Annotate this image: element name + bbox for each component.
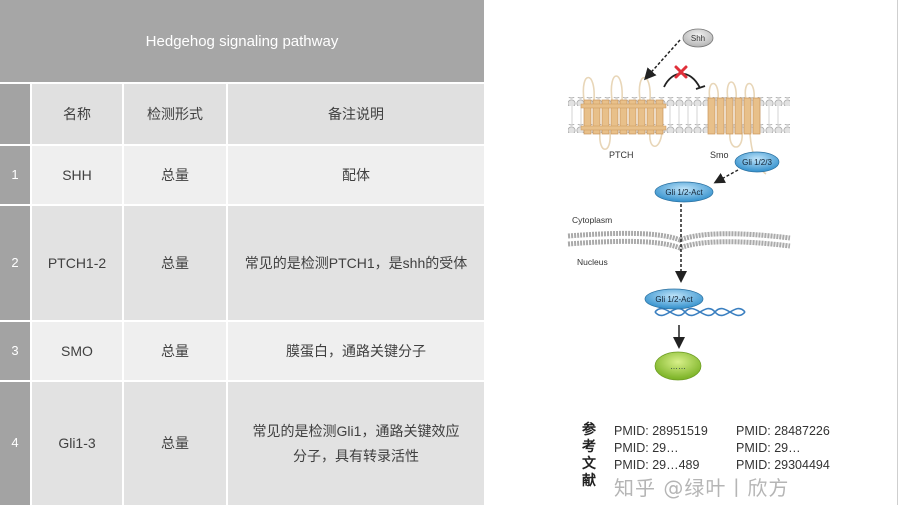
nuclear-membrane xyxy=(567,230,791,251)
row-index: 4 xyxy=(0,382,30,505)
header-name: 名称 xyxy=(32,84,122,144)
gli-activation-arrow xyxy=(713,169,739,184)
table-title: Hedgehog signaling pathway xyxy=(0,0,484,82)
gli-act-nuc-label: Gli 1/2-Act xyxy=(655,295,693,304)
reference-pmid: PMID: 29… xyxy=(614,441,679,455)
shh-ligand: Shh xyxy=(682,28,714,48)
hedgehog-pathway-diagram: Shh PTCH Smo Gli 1/2/3 Gli 1/2-Act Cytop… xyxy=(567,28,791,381)
row-name: SMO xyxy=(32,322,122,380)
row-name: PTCH1-2 xyxy=(32,206,122,320)
reference-pmid: PMID: 28951519 xyxy=(614,424,708,438)
row-index: 2 xyxy=(0,206,30,320)
smo-receptor xyxy=(707,81,767,175)
row-name: Gli1-3 xyxy=(32,382,122,505)
references-label: 参考文献 xyxy=(582,422,596,489)
gli-act-cytoplasm: Gli 1/2-Act xyxy=(654,181,714,203)
row-note: 配体 xyxy=(228,146,484,204)
header-form: 检测形式 xyxy=(124,84,226,144)
row-form: 总量 xyxy=(124,146,226,204)
nucleus-label: Nucleus xyxy=(577,257,608,267)
reference-pmid: PMID: 28487226 xyxy=(736,424,830,438)
shh-binding-arrow xyxy=(643,39,681,81)
row-index: 1 xyxy=(0,146,30,204)
row-note: 常见的是检测Gli1，通路关键效应分子，具有转录活性 xyxy=(228,382,484,505)
row-note: 常见的是检测PTCH1，是shh的受体 xyxy=(228,206,484,320)
ptch-label: PTCH xyxy=(609,150,634,160)
row-note: 膜蛋白，通路关键分子 xyxy=(228,322,484,380)
blocked-x-icon xyxy=(674,65,688,79)
row-form: 总量 xyxy=(124,206,226,320)
gli123-protein: Gli 1/2/3 xyxy=(734,151,780,173)
gli-act-nucleus: Gli 1/2-Act xyxy=(644,288,704,310)
shh-label: Shh xyxy=(691,34,705,43)
row-index: 3 xyxy=(0,322,30,380)
frame-border xyxy=(897,0,898,505)
header-note: 备注说明 xyxy=(228,84,484,144)
gli123-label: Gli 1/2/3 xyxy=(742,158,772,167)
row-form: 总量 xyxy=(124,382,226,505)
reference-pmid: PMID: 29…489 xyxy=(614,458,700,472)
row-form: 总量 xyxy=(124,322,226,380)
ptch-receptor xyxy=(580,75,667,151)
smo-label: Smo xyxy=(710,150,729,160)
row-name: SHH xyxy=(32,146,122,204)
watermark: 知乎 @绿叶丨欣方 xyxy=(614,476,790,500)
reference-pmid: PMID: 29304494 xyxy=(736,458,830,472)
target-genes: …… xyxy=(654,351,702,381)
gli-act-cyto-label: Gli 1/2-Act xyxy=(665,188,703,197)
header-index-cell xyxy=(0,84,30,144)
dna-helix xyxy=(654,307,746,317)
pathway-table: Hedgehog signaling pathway 名称 检测形式 备注说明 … xyxy=(0,0,485,505)
cytoplasm-label: Cytoplasm xyxy=(572,215,612,225)
target-label: …… xyxy=(670,362,686,371)
reference-pmid: PMID: 29… xyxy=(736,441,801,455)
